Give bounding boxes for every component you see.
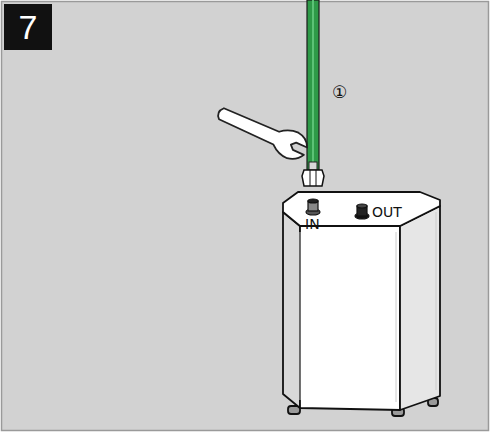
hot-water-tank <box>283 192 440 416</box>
in-fitting <box>306 199 320 215</box>
out-fitting <box>355 204 369 219</box>
callout-number: ① <box>332 84 347 101</box>
supply-hose <box>302 0 324 186</box>
step-number: 7 <box>19 10 38 44</box>
inlet-label: IN <box>305 217 320 231</box>
step-number-box: 7 <box>4 4 52 50</box>
outlet-label: OUT <box>372 205 402 219</box>
wrench <box>213 100 311 164</box>
